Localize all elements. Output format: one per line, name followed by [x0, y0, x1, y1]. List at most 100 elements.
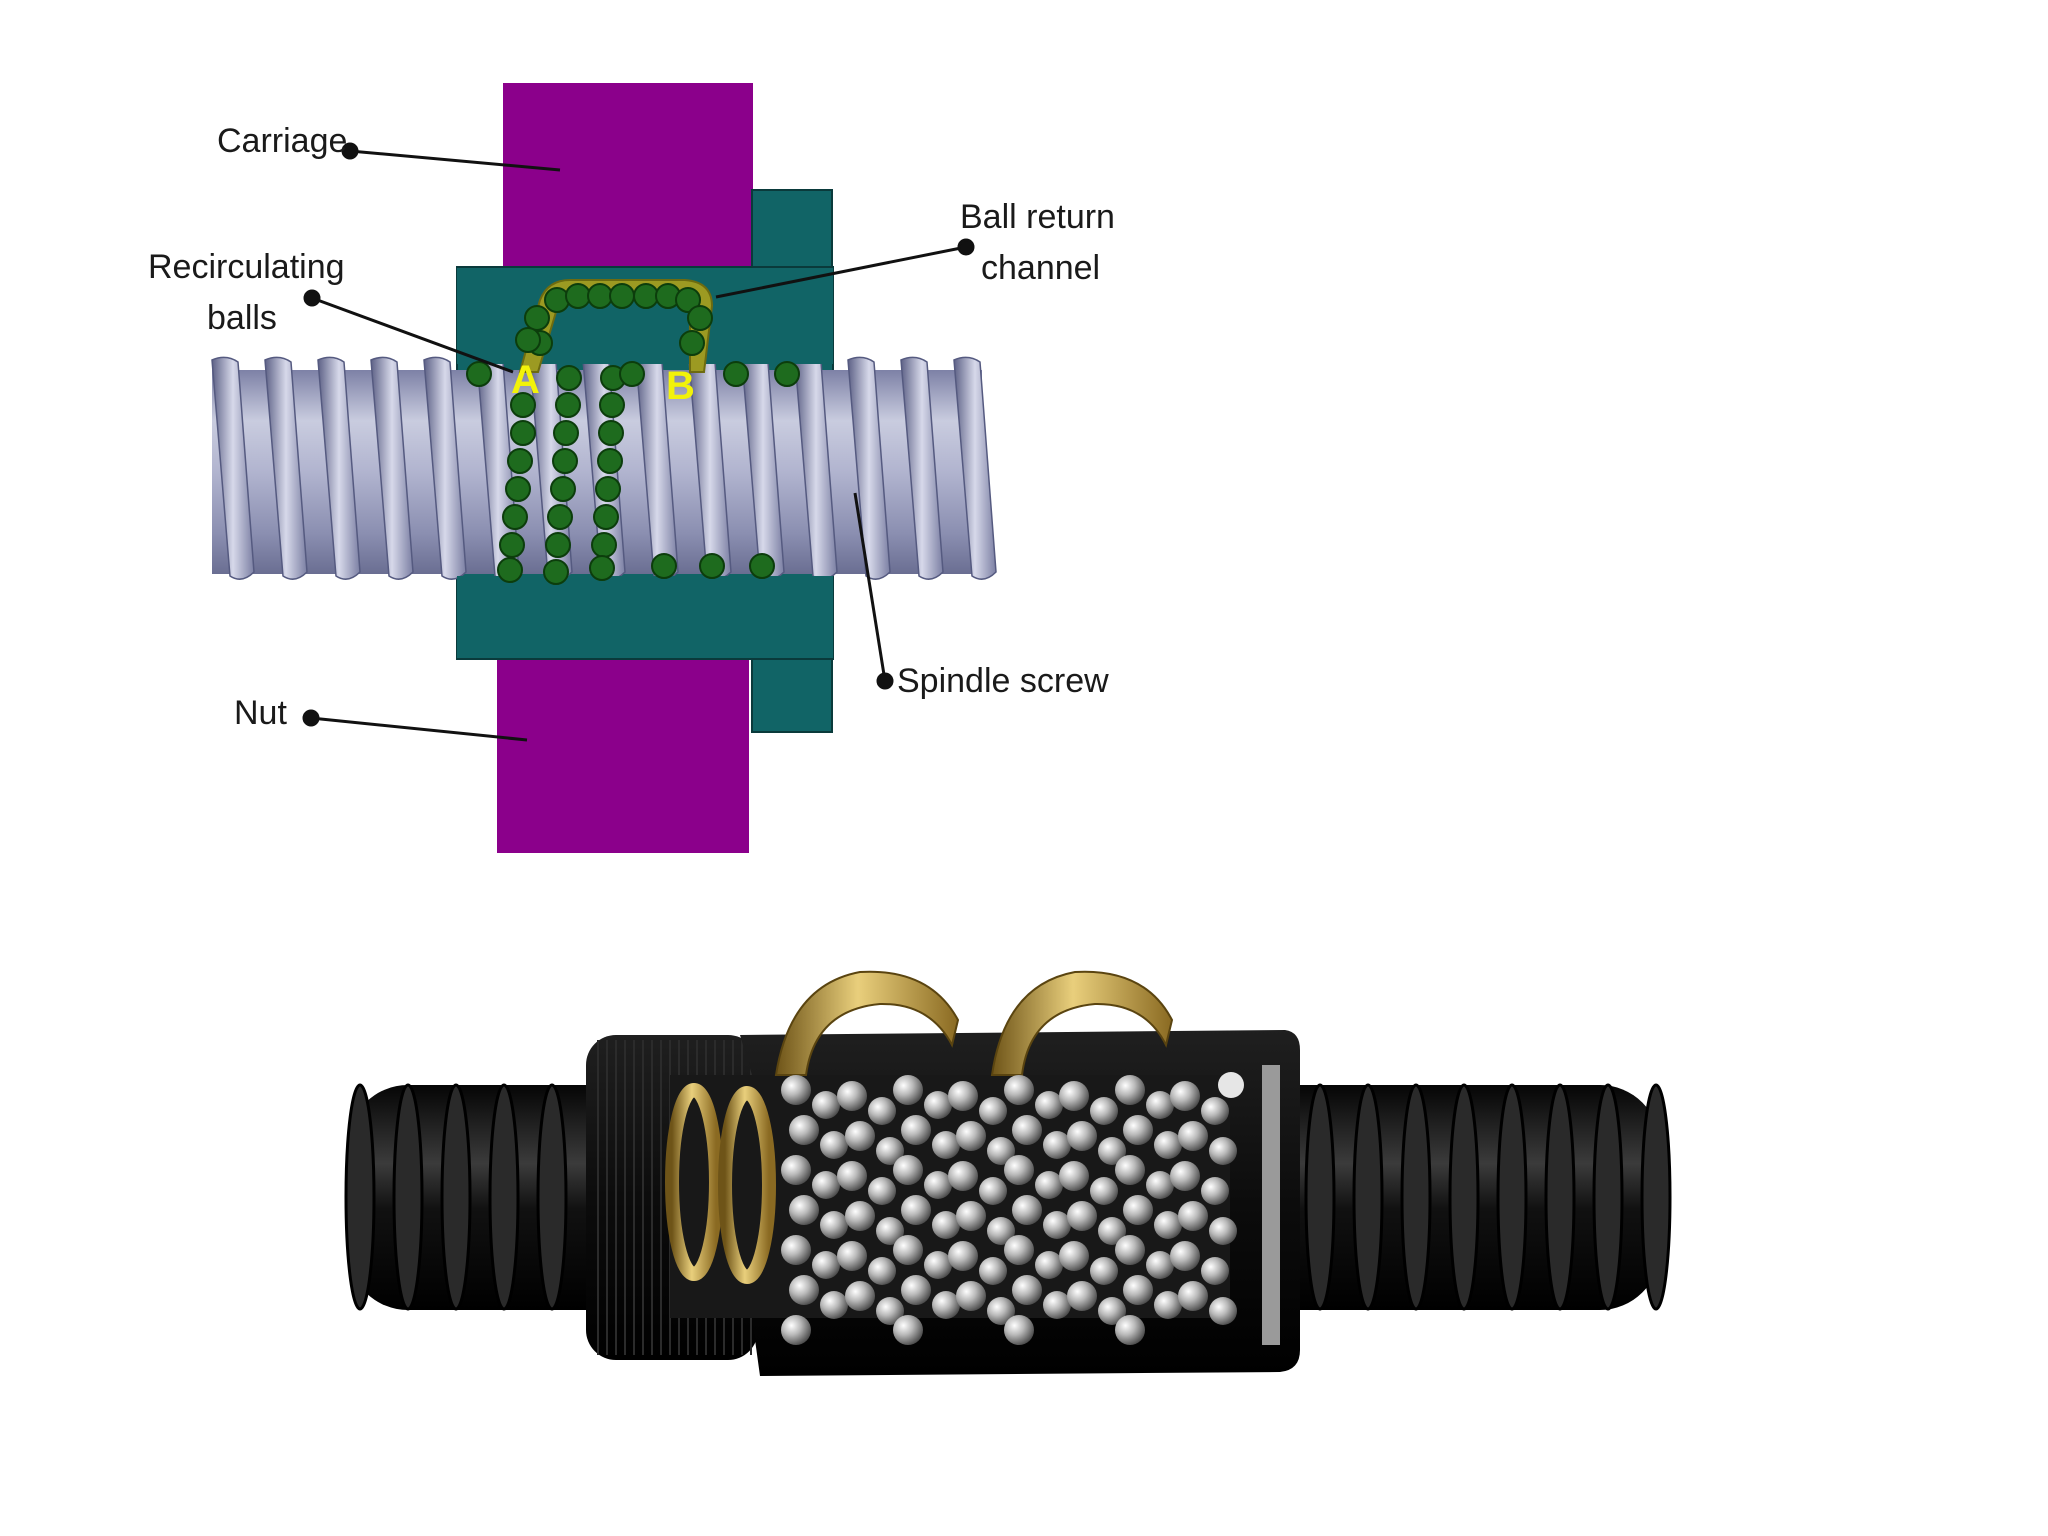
- photo-steel-ball: [1178, 1201, 1208, 1231]
- screw-thread: [423, 356, 467, 580]
- photo-screw-groove: [392, 1083, 424, 1311]
- carriage-label: Carriage: [217, 122, 347, 160]
- photo-steel-ball: [845, 1121, 875, 1151]
- photo-steel-ball: [868, 1097, 896, 1125]
- recirculating-ball: [595, 476, 621, 502]
- photo-steel-ball: [868, 1177, 896, 1205]
- photo-steel-ball: [901, 1275, 931, 1305]
- photo-steel-ball: [781, 1155, 811, 1185]
- recirculating-ball: [550, 476, 576, 502]
- recirculating-ball: [515, 327, 541, 353]
- photo-steel-ball: [1012, 1115, 1042, 1145]
- photo-steel-ball: [1123, 1275, 1153, 1305]
- photo-steel-ball: [1123, 1115, 1153, 1145]
- screw-thread: [953, 356, 997, 580]
- photo-steel-ball: [812, 1251, 840, 1279]
- recirculating-ball: [507, 448, 533, 474]
- recirculating-ball: [544, 287, 570, 313]
- photo-steel-ball: [901, 1115, 931, 1145]
- nut-cover-bottom: [457, 576, 833, 658]
- photo-screw-groove: [488, 1083, 520, 1311]
- photo-screw-groove: [1400, 1083, 1432, 1311]
- photo-steel-ball: [789, 1195, 819, 1225]
- photo-steel-ball: [1146, 1091, 1174, 1119]
- photo-brass-return-tube-2: [990, 970, 1174, 1076]
- photo-screw-groove: [1496, 1083, 1528, 1311]
- recirculating-balls-label-line2: balls: [207, 299, 277, 337]
- screw-thread: [900, 356, 944, 580]
- photo-steel-ball: [1098, 1137, 1126, 1165]
- photo-steel-ball: [845, 1201, 875, 1231]
- photo-steel-ball: [1012, 1195, 1042, 1225]
- recirculating-balls: [466, 283, 800, 585]
- photo-steel-ball: [1004, 1315, 1034, 1345]
- recirculating-balls-label-line1: Recirculating: [148, 248, 345, 286]
- carriage-upper-block: [503, 83, 753, 268]
- recirculating-ball: [499, 532, 525, 558]
- recirculating-ball: [723, 361, 749, 387]
- photo-steel-ball: [1154, 1131, 1182, 1159]
- recirculating-ball: [599, 392, 625, 418]
- photo-steel-ball: [932, 1211, 960, 1239]
- photo-steel-ball: [1098, 1217, 1126, 1245]
- photo-steel-ball: [932, 1131, 960, 1159]
- photo-steel-ball: [1123, 1195, 1153, 1225]
- recirculating-ball: [774, 361, 800, 387]
- photo-steel-ball: [1090, 1257, 1118, 1285]
- photo-steel-ball: [789, 1115, 819, 1145]
- recirculating-ball: [749, 553, 775, 579]
- photo-steel-ball: [876, 1137, 904, 1165]
- photo-steel-ball: [1067, 1201, 1097, 1231]
- photo-brass-ring-1: [665, 1083, 723, 1281]
- photo-steel-balls: [781, 1075, 1237, 1345]
- photo-steel-ball: [1004, 1075, 1034, 1105]
- photo-screw-groove: [1352, 1083, 1384, 1311]
- recirculating-ball: [547, 504, 573, 530]
- photo-steel-ball: [876, 1217, 904, 1245]
- recirculating-ball: [545, 532, 571, 558]
- photo-steel-ball: [956, 1201, 986, 1231]
- photo-steel-ball: [789, 1275, 819, 1305]
- recirculating-ball: [589, 555, 615, 581]
- point-b-label: B: [666, 364, 695, 408]
- recirculating-ball: [598, 420, 624, 446]
- spindle-screw-label: Spindle screw: [897, 662, 1109, 700]
- photo-steel-ball: [893, 1235, 923, 1265]
- photo-steel-ball: [1115, 1155, 1145, 1185]
- screw-thread: [264, 356, 308, 580]
- photo-screw-groove: [1592, 1083, 1624, 1311]
- photo-steel-ball: [1209, 1217, 1237, 1245]
- photo-screw-groove: [1448, 1083, 1480, 1311]
- photo-steel-ball: [1035, 1251, 1063, 1279]
- recirculating-ball: [687, 305, 713, 331]
- photo-steel-ball: [893, 1315, 923, 1345]
- photo-steel-ball: [1115, 1235, 1145, 1265]
- photo-steel-ball: [820, 1211, 848, 1239]
- photo-steel-ball: [1004, 1235, 1034, 1265]
- photo-steel-ball: [812, 1091, 840, 1119]
- photo-steel-ball: [820, 1291, 848, 1319]
- recirculating-ball: [502, 504, 528, 530]
- photo-steel-ball: [987, 1297, 1015, 1325]
- photo-steel-ball: [781, 1315, 811, 1345]
- ball-screw-photo: [344, 970, 1672, 1376]
- recirculating-ball: [555, 392, 581, 418]
- ball-return-channel-label-line2: channel: [981, 249, 1100, 287]
- photo-steel-ball: [1115, 1315, 1145, 1345]
- recirculating-ball: [593, 504, 619, 530]
- photo-steel-ball: [956, 1121, 986, 1151]
- photo-steel-ball: [987, 1137, 1015, 1165]
- photo-end-ring: [1262, 1065, 1280, 1345]
- photo-steel-ball: [1154, 1211, 1182, 1239]
- photo-steel-ball: [820, 1131, 848, 1159]
- photo-steel-ball: [1201, 1177, 1229, 1205]
- schematic-diagram: A B Carriage Recirculating balls Ball re…: [148, 83, 1115, 853]
- recirculating-ball: [556, 365, 582, 391]
- recirculating-ball: [505, 476, 531, 502]
- photo-end-hole: [1218, 1072, 1244, 1098]
- photo-steel-ball: [1170, 1241, 1200, 1271]
- recirculating-ball: [524, 305, 550, 331]
- recirculating-ball: [675, 287, 701, 313]
- photo-steel-ball: [924, 1251, 952, 1279]
